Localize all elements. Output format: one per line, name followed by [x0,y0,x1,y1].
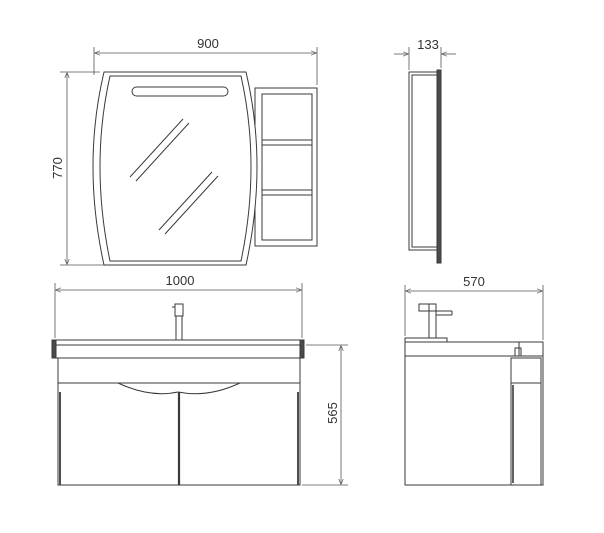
label-mirror-height: 770 [50,157,65,179]
label-mirror-depth: 133 [417,37,439,52]
label-vanity-height: 565 [325,402,340,424]
dimension-mirror-width [93,47,318,85]
mirror-panel [92,71,258,266]
vanity-side-view [404,303,544,486]
label-mirror-width: 900 [197,36,219,51]
faucet-side [418,303,453,339]
label-vanity-depth: 570 [463,274,485,289]
dimension-vanity-height [302,344,348,486]
dimension-vanity-width [54,283,303,338]
faucet [172,303,184,341]
mirror-side-view [408,69,442,264]
dimension-mirror-depth [394,47,456,70]
label-vanity-width: 1000 [166,273,195,288]
dimension-vanity-depth [404,285,544,340]
dimension-mirror-height [60,71,104,266]
countertop [51,339,305,346]
shelf-cabinet [254,87,318,247]
vanity-front-view [51,303,305,486]
mirror-front-view [92,71,318,266]
light-bar [131,86,229,97]
